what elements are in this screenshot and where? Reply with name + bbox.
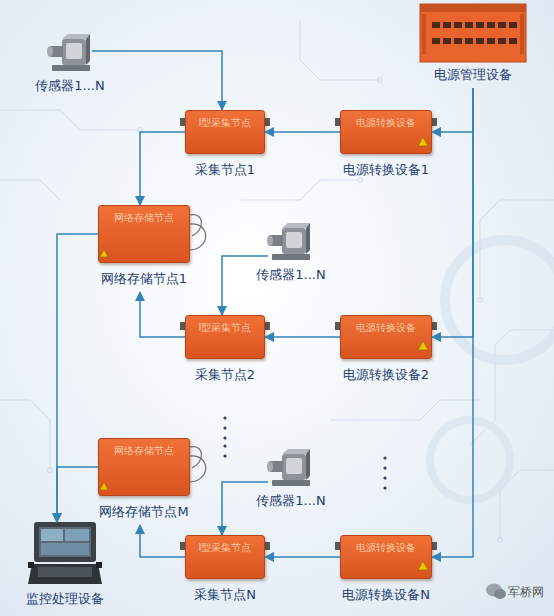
power-converter: 电源转换设备电源转换设备2	[340, 315, 432, 359]
connector-arrow	[265, 336, 340, 338]
device-nameplate: 电源转换设备	[341, 321, 431, 335]
node-caption: 传感器1...N	[256, 266, 325, 284]
connector-arrow	[265, 556, 340, 558]
node-caption: 电源转换设备1	[343, 161, 429, 179]
node-caption: 电源转换设备N	[342, 586, 430, 604]
connector-arrow	[432, 88, 473, 132]
power-management-device: 电源管理设备	[420, 4, 526, 62]
connector-arrow	[140, 292, 185, 337]
acquisition-node: I型采集节点采集节点2	[185, 315, 265, 359]
connector-arrow	[140, 525, 185, 557]
node-caption: 采集节点1	[195, 161, 255, 179]
acquisition-node: I型采集节点采集节点1	[185, 110, 265, 154]
connector-arrow	[57, 234, 98, 522]
device-nameplate: 网络存储节点	[99, 211, 189, 225]
continuation-dots	[223, 416, 386, 489]
connector-arrow	[265, 131, 340, 133]
sensor: 传感器1...N	[268, 222, 314, 262]
wechat-icon	[486, 584, 506, 600]
connector-arrow	[140, 132, 185, 205]
connector-arrow	[432, 88, 473, 557]
node-caption: 传感器1...N	[256, 492, 325, 510]
sensor-icon	[267, 449, 310, 486]
gear-watermark	[445, 240, 554, 360]
power-converter: 电源转换设备电源转换设备N	[340, 535, 432, 579]
node-caption: 网络存储节点M	[99, 503, 188, 521]
acquisition-node: I型采集节点采集节点N	[185, 535, 265, 579]
sensor-icon	[267, 223, 310, 260]
connector-arrow	[92, 51, 222, 110]
device-nameplate: I型采集节点	[186, 321, 264, 335]
watermark: 军桥网	[508, 584, 544, 601]
node-caption: 电源转换设备2	[343, 366, 429, 384]
circuit-pattern	[0, 20, 554, 543]
device-nameplate: I型采集节点	[186, 541, 264, 555]
power-converter: 电源转换设备电源转换设备1	[340, 110, 432, 154]
sensor-icon	[47, 34, 90, 71]
node-caption: 传感器1...N	[35, 77, 104, 95]
gear-watermark	[430, 420, 510, 500]
sensor: 传感器1...N	[48, 33, 92, 73]
node-caption: 采集节点N	[194, 586, 256, 604]
node-caption: 电源管理设备	[434, 66, 512, 84]
storage-node: 网络存储节点网络存储节点M	[98, 438, 190, 496]
node-caption: 监控处理设备	[26, 590, 104, 608]
sensor: 传感器1...N	[268, 448, 314, 488]
node-caption: 网络存储节点1	[101, 270, 187, 288]
port-decoration	[180, 118, 437, 550]
device-nameplate: 网络存储节点	[99, 444, 189, 458]
connector-arrow	[57, 467, 98, 522]
monitor-terminal: 监控处理设备	[28, 522, 102, 586]
laptop-illustration	[28, 522, 102, 584]
device-nameplate: 电源转换设备	[341, 541, 431, 555]
connector-arrow	[432, 88, 473, 337]
warning-triangle	[100, 137, 428, 570]
device-nameplate: I型采集节点	[186, 116, 264, 130]
node-caption: 采集节点2	[195, 366, 255, 384]
device-nameplate: 电源转换设备	[341, 116, 431, 130]
connector-arrow	[222, 482, 268, 535]
power-rack-illustration	[420, 4, 526, 62]
connector-arrow	[222, 256, 268, 315]
storage-node: 网络存储节点网络存储节点1	[98, 205, 190, 263]
